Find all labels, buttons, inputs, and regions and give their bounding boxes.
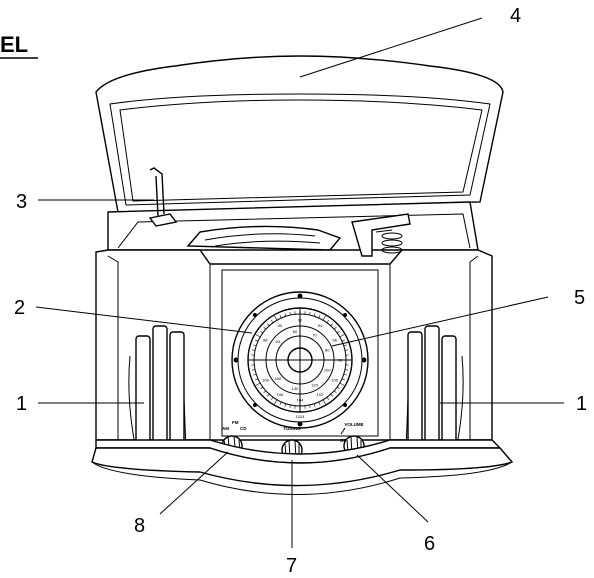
cabinet-base xyxy=(91,439,514,495)
dial-outer-number: 104 xyxy=(297,398,304,403)
dial-outer-number: 106 xyxy=(277,392,284,397)
dial-tick xyxy=(266,393,270,397)
dial-tick xyxy=(326,320,330,323)
dial-inner-number: 140 xyxy=(292,386,299,391)
tuning-dial: 88 90 92 94 96 98 100 102 104 106 108 53 60 70 80 100 1… xyxy=(231,291,369,429)
dial-tick xyxy=(330,323,334,327)
dial-inner-number: 60 xyxy=(293,329,298,334)
dial-tick xyxy=(252,349,256,351)
dial-outer-number: 98 xyxy=(338,358,343,363)
band-label-am: AM xyxy=(222,426,229,431)
dial-tick xyxy=(333,326,337,330)
off-label: OFF xyxy=(340,438,349,443)
dial-outer-number: 92 xyxy=(298,318,303,323)
dial-tick xyxy=(255,334,261,338)
volume-label: VOLUME xyxy=(344,422,363,427)
dial-tick xyxy=(255,378,259,381)
dial-tick xyxy=(341,339,345,342)
dial-tick xyxy=(343,373,347,376)
dial-tick xyxy=(313,403,316,407)
dial-tick xyxy=(339,334,345,338)
dial-outer-numbers: 88 90 92 94 96 98 100 102 104 106 108 xyxy=(262,318,343,403)
section-heading: EL xyxy=(0,32,28,57)
dial-tick xyxy=(260,386,263,390)
dial-tick xyxy=(318,401,321,405)
dial-tick xyxy=(260,330,263,334)
dial-tick xyxy=(263,390,267,394)
dial-outer-number: 90 xyxy=(278,323,283,328)
lid xyxy=(95,55,504,213)
dial-tick xyxy=(255,339,259,342)
dial-tick xyxy=(274,315,278,321)
dial-tick xyxy=(309,404,311,408)
dial-inner-numbers: 53 60 70 80 100 120 140 160 xyxy=(274,329,331,391)
dial-tick xyxy=(343,344,347,347)
dial-tick xyxy=(309,312,311,316)
dial-tick xyxy=(279,401,282,405)
dial-outer-number: 94 xyxy=(318,323,323,328)
dial-tick xyxy=(330,393,334,397)
dial-outer-number: 108 xyxy=(262,378,269,383)
dial-tick xyxy=(337,386,340,390)
dial-tick xyxy=(253,344,257,347)
callout-5: 5 xyxy=(574,287,585,309)
dial-tick xyxy=(289,404,291,408)
dial-tick xyxy=(289,312,291,316)
callout-8: 8 xyxy=(134,515,145,537)
dial-tick xyxy=(313,313,316,317)
dial-tick xyxy=(333,390,337,394)
dial-inner-number: 100 xyxy=(324,367,331,372)
dial-inner-number: 80 xyxy=(325,348,330,353)
dial-outer-number: 96 xyxy=(332,338,337,343)
dial-tick xyxy=(279,315,282,319)
dial-tick xyxy=(266,323,270,327)
dial-inner-number: 53 xyxy=(276,339,281,344)
dial-tick xyxy=(274,399,278,405)
dial-tick xyxy=(341,378,345,381)
dial-tick xyxy=(284,403,287,407)
dial-tick xyxy=(322,315,326,321)
dial-tick xyxy=(344,349,348,351)
callout-2: 2 xyxy=(14,297,25,319)
dial-tick xyxy=(322,399,326,405)
dial-tick xyxy=(253,373,257,376)
lid-stay xyxy=(148,167,178,227)
dial-tick xyxy=(326,397,330,400)
left-speaker-grille xyxy=(128,325,187,453)
dial-tick xyxy=(270,320,274,323)
dial-tick xyxy=(337,330,340,334)
right-speaker-grille xyxy=(405,325,464,453)
dial-inner-number: 70 xyxy=(312,332,317,337)
dial-outer-number: 88 xyxy=(263,338,268,343)
band-label-cd: CD xyxy=(240,426,247,431)
dial-ticks xyxy=(249,309,351,411)
callout-4: 4 xyxy=(510,5,521,27)
tuning-label: TUNING xyxy=(283,426,301,431)
callout-1-right: 1 xyxy=(576,393,587,415)
dial-inner-number: 160 xyxy=(274,376,281,381)
callout-1-left: 1 xyxy=(16,393,27,415)
dial-tick xyxy=(344,369,348,371)
callout-leaders xyxy=(35,17,564,548)
dial-tick xyxy=(263,326,267,330)
dial-tick xyxy=(339,382,345,386)
callout-6: 6 xyxy=(424,533,435,555)
dial-inner-number: 120 xyxy=(311,383,318,388)
dial-bottom-label: 1024 xyxy=(296,414,306,419)
callout-3: 3 xyxy=(16,191,27,213)
dial-outer-number: 102 xyxy=(317,392,324,397)
callout-7: 7 xyxy=(286,555,297,577)
dial-tick xyxy=(270,397,274,400)
turntable-deck xyxy=(107,201,479,257)
dial-tick xyxy=(318,315,321,319)
band-label-fm: FM xyxy=(232,420,239,425)
dial-tick xyxy=(284,313,287,317)
dial-outer-number: 100 xyxy=(331,378,338,383)
dial-tick xyxy=(255,382,261,386)
dial-tick xyxy=(252,369,256,371)
